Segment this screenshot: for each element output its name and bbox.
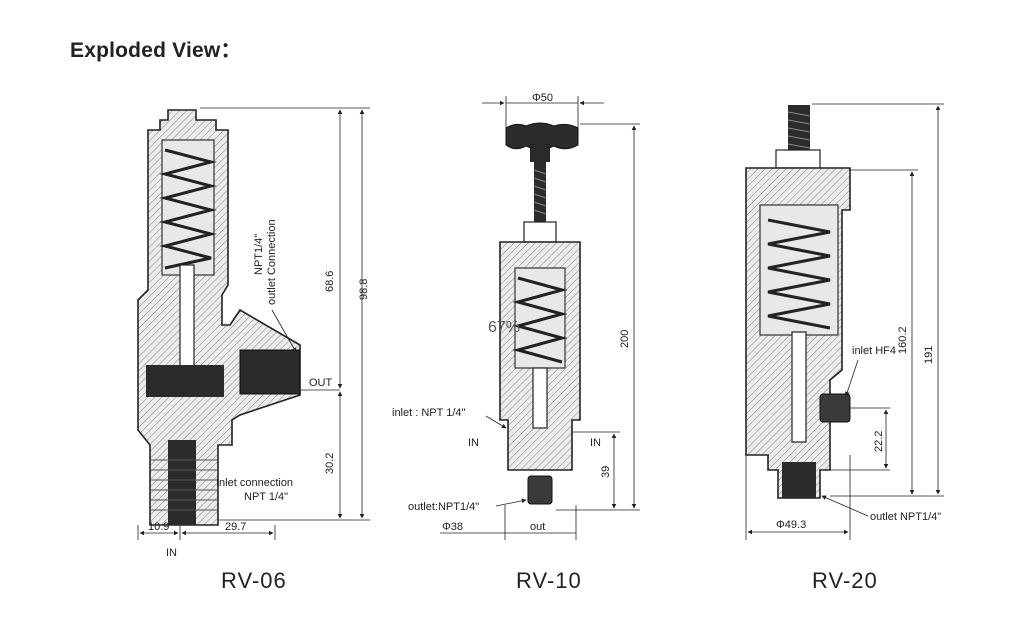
rv06-seat — [146, 365, 224, 397]
rv20-inlet-fitting — [819, 393, 851, 423]
rv06-drawing: 68.6 98.8 30.2 10.9 29.7 NPT1/4" outlet … — [137, 107, 370, 559]
overlay-text: 67% — [488, 319, 520, 336]
rv20-spring — [767, 218, 831, 330]
rv10-out-label: out — [530, 521, 545, 533]
rv20-drawing: 160.2 191 22.2 Φ49.3 inlet HF4 outlet NP… — [745, 103, 944, 540]
rv06-inlet-label: Inlet connection — [216, 477, 293, 489]
rv20-dim-phi49-3: Φ49.3 — [776, 519, 806, 531]
rv10-dim-39: 39 — [600, 466, 612, 478]
rv06-dim-29-7: 29.7 — [225, 521, 246, 533]
rv06-in-label: IN — [166, 547, 177, 559]
page-title: Exploded View： — [70, 39, 242, 62]
rv10-in-left: IN — [468, 437, 479, 449]
rv20-outlet-fitting — [782, 462, 816, 498]
rv06-dim-68-6: 68.6 — [324, 271, 336, 292]
model-label-rv10: RV-10 — [516, 568, 582, 593]
rv10-spring — [512, 276, 568, 364]
rv10-dim-200: 200 — [619, 330, 631, 348]
rv06-outlet-label-2: outlet Connection — [266, 219, 278, 305]
rv06-spring — [159, 148, 217, 270]
rv06-stem — [179, 264, 195, 376]
rv20-stem — [791, 331, 807, 443]
rv10-dim-phi38: Φ38 — [442, 521, 463, 533]
rv06-dim-30-2: 30.2 — [324, 453, 336, 474]
rv20-inlet-label: inlet HF4 — [852, 345, 896, 357]
rv10-in-right: IN — [590, 437, 601, 449]
rv20-dim-160-2: 160.2 — [897, 326, 909, 354]
rv20-dim-22-2: 22.2 — [873, 431, 885, 452]
rv10-inlet-label: inlet : NPT 1/4" — [392, 407, 465, 419]
rv10-outlet-label: outlet:NPT1/4" — [408, 501, 479, 513]
rv10-knob-hub — [530, 148, 550, 162]
rv06-outlet-label: NPT1/4" — [253, 234, 265, 275]
rv06-dim-98-8: 98.8 — [358, 279, 370, 300]
rv10-drawing: Φ50 200 39 Φ38 inlet : NPT 1/4" IN IN ou… — [392, 92, 640, 540]
rv10-stem — [532, 367, 548, 429]
rv06-dim-10-9: 10.9 — [148, 521, 169, 533]
rv10-dim-phi50: Φ50 — [532, 92, 553, 104]
rv20-outlet-label: outlet NPT1/4" — [870, 511, 941, 523]
model-label-rv20: RV-20 — [812, 568, 878, 593]
model-label-rv06: RV-06 — [221, 568, 287, 593]
rv20-nut — [775, 149, 821, 169]
rv06-out-label: OUT — [309, 377, 333, 389]
rv06-inlet-passage — [168, 440, 196, 525]
rv20-dim-191: 191 — [923, 346, 935, 364]
rv10-outlet-fitting — [527, 475, 553, 505]
rv10-nut — [523, 221, 557, 243]
rv06-outlet-thread — [239, 349, 301, 395]
rv10-knob — [505, 122, 579, 150]
rv06-inlet-label-2: NPT 1/4" — [244, 491, 288, 503]
